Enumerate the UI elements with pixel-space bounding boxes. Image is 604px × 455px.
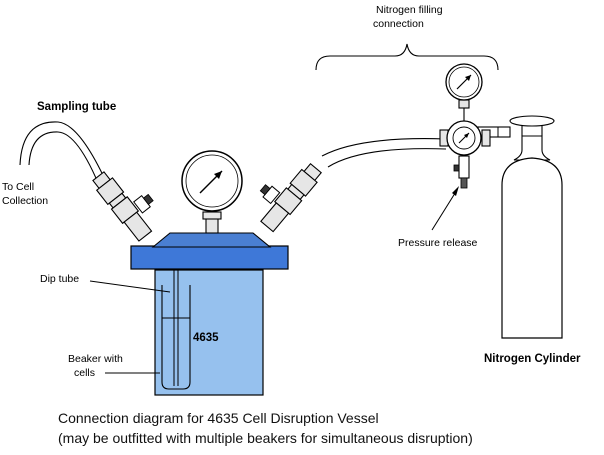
sampling-valve (92, 171, 154, 242)
sampling-tube (19, 121, 109, 191)
caption-line2: (may be outfitted with multiple beakers … (58, 430, 473, 446)
nitrogen-filling-label-line2: connection (373, 18, 424, 30)
nitrogen-inlet-valve (259, 162, 322, 233)
vessel (130, 150, 289, 396)
nitrogen-cylinder (501, 115, 563, 339)
caption-line1: Connection diagram for 4635 Cell Disrupt… (58, 410, 379, 426)
nitrogen-filling-bracket (315, 43, 499, 71)
dip-tube-label: Dip tube (40, 273, 79, 285)
to-cell-label-line1: To Cell (2, 181, 34, 193)
nitrogen-filling-label-line1: Nitrogen filling (376, 4, 443, 16)
beaker-label-line1: Beaker with (68, 353, 123, 365)
dip-tube-pointer (89, 280, 171, 293)
to-cell-label-line2: Collection (2, 195, 48, 207)
beaker-label-line2: cells (74, 367, 95, 379)
vessel-model-label: 4635 (193, 332, 219, 344)
beaker (161, 269, 191, 390)
pressure-release-pointer (431, 186, 459, 231)
nitrogen-cylinder-label: Nitrogen Cylinder (484, 353, 581, 365)
nitrogen-hose (321, 138, 447, 168)
nitrogen-regulator (439, 63, 491, 189)
sampling-tube-label: Sampling tube (37, 101, 116, 113)
pressure-release-label: Pressure release (398, 237, 478, 249)
